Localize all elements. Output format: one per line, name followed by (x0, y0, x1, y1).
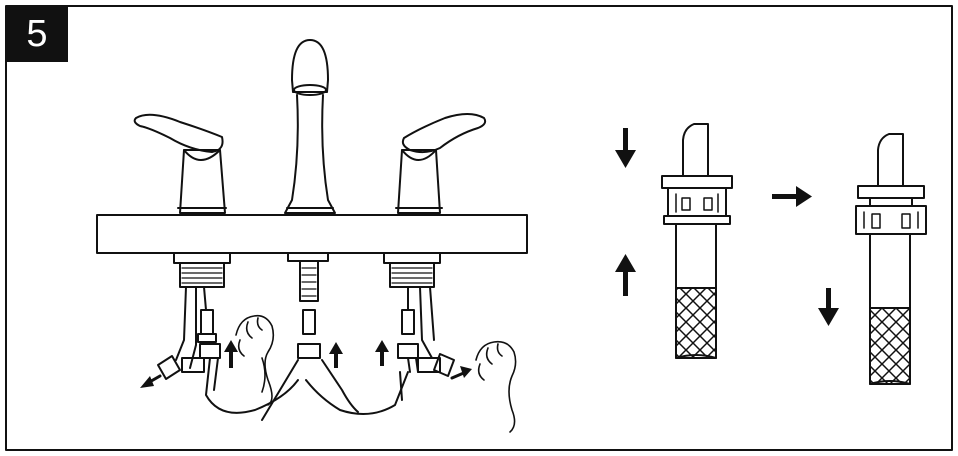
step-number-badge: 5 (6, 6, 68, 62)
hand-icon (235, 314, 275, 406)
panel-border (5, 5, 953, 451)
arrow-right-icon (772, 186, 812, 207)
arrow-up-icon (375, 340, 389, 366)
spout (284, 39, 336, 214)
faucet-assembly (96, 39, 528, 433)
countertop (96, 214, 528, 254)
arrow-diagonal-icon (140, 374, 162, 388)
arrow-up-icon (329, 342, 343, 368)
right-handle (395, 113, 487, 214)
arrow-down-icon (818, 288, 839, 326)
hand-icon (475, 340, 517, 433)
arrow-diagonal-icon (450, 366, 472, 380)
disconnected-nuts (157, 353, 455, 380)
disconnected-fitting-detail (855, 133, 927, 385)
right-valve (383, 252, 441, 359)
left-valve (173, 252, 231, 369)
quick-connect-fittings (181, 343, 441, 373)
arrow-down-icon (615, 128, 636, 168)
arrow-up-icon (224, 340, 238, 368)
supply-hoses (205, 357, 419, 421)
spout-shank (287, 252, 329, 335)
left-handle (133, 113, 227, 214)
arrow-up-icon (615, 254, 636, 296)
connected-fitting-detail (661, 123, 733, 359)
